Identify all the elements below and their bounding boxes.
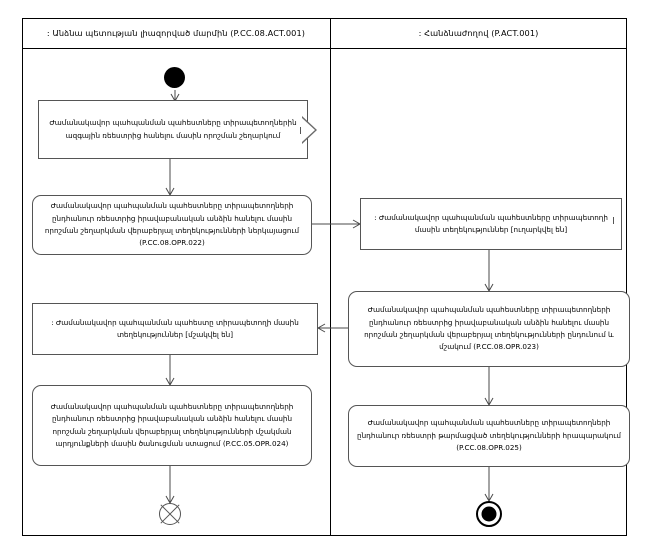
- action-node-right-1[interactable]: Ժամանակավոր պահպանման պահեստները տիրապետ…: [348, 291, 630, 367]
- swimlane-frame: [22, 18, 627, 536]
- object-node-right-1[interactable]: : Ժամանակավոր պահպանման պահեստները տիրապ…: [360, 198, 622, 250]
- action-node-left-2[interactable]: Ժամանակավոր պահպանման պահեստները տիրապետ…: [32, 385, 312, 466]
- action-node-left-2-text: Ժամանակավոր պահպանման պահեստները տիրապետ…: [50, 401, 294, 448]
- note-text: Ժամանակավոր պահպանման պահեստները տիրապետ…: [49, 118, 297, 140]
- activity-final-inner-dot-icon: [481, 506, 497, 522]
- note-decision-document[interactable]: Ժամանակավոր պահպանման պահեստները տիրապետ…: [38, 100, 308, 159]
- object-node-left-1-text: : Ժամանակավոր պահպանման պահեստը տիրապետո…: [51, 317, 299, 339]
- note-fold-chevron-icon: [302, 116, 317, 144]
- swimlane-header-left: : Անձնա պետության լիազորված մարմին (P.CC…: [46, 28, 306, 38]
- action-node-left-1-text: Ժամանակավոր պահպանման պահեստները տիրապետ…: [44, 201, 300, 248]
- flow-final-node[interactable]: [159, 503, 181, 525]
- initial-node[interactable]: [164, 67, 185, 88]
- swimlane-header-right: : Հանձնաժողով (P.ACT.001): [418, 28, 539, 38]
- note-fold-tick-icon: [300, 127, 301, 134]
- object-node-left-1[interactable]: : Ժամանակավոր պահպանման պահեստը տիրապետո…: [32, 303, 318, 355]
- action-node-right-1-text: Ժամանակավոր պահպանման պահեստները տիրապետ…: [364, 305, 614, 352]
- action-node-right-2-text: Ժամանակավոր պահպանման պահեստները տիրապետ…: [357, 418, 621, 453]
- activity-final-node[interactable]: [476, 501, 502, 527]
- swimlane-header-divider: [22, 48, 627, 49]
- object-node-right-1-tick-icon: [613, 217, 614, 224]
- flow-final-cross-icon: [160, 504, 180, 524]
- action-node-left-1[interactable]: Ժամանակավոր պահպանման պահեստները տիրապետ…: [32, 195, 312, 255]
- action-node-right-2[interactable]: Ժամանակավոր պահպանման պահեստները տիրապետ…: [348, 405, 630, 467]
- swimlane-vertical-divider: [330, 18, 331, 536]
- object-node-right-1-text: : Ժամանակավոր պահպանման պահեստները տիրապ…: [374, 212, 608, 234]
